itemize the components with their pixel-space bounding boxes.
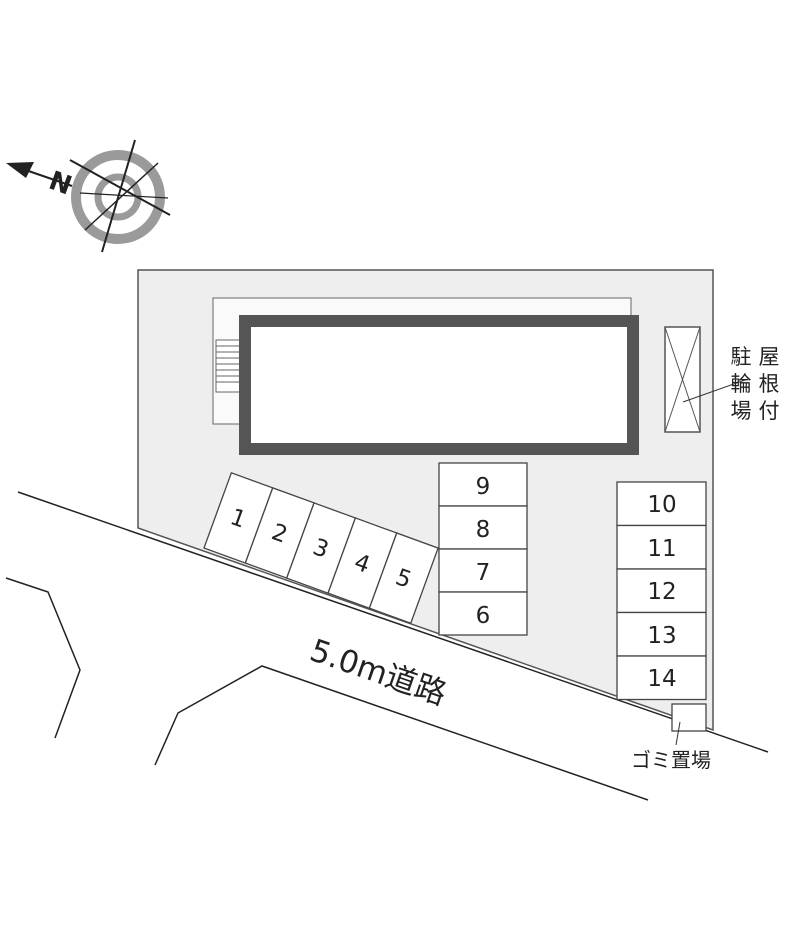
roofed-label-3: 付 — [759, 399, 780, 423]
parking-slot-8 — [438, 505, 528, 550]
road-label: 5.0m道路 — [305, 633, 451, 713]
parking-slot-12-label: 12 — [647, 579, 676, 605]
road-edge-bottom — [154, 665, 649, 801]
parking-slot-13-label: 13 — [647, 623, 676, 649]
parking-slot-7-label: 7 — [476, 560, 491, 586]
parking-slot-8-label: 8 — [476, 517, 491, 543]
compass-arrow-icon — [6, 162, 34, 178]
parking-slot-6 — [438, 591, 528, 636]
parking-slot-5 — [368, 532, 439, 625]
compass-north-label: N — [45, 166, 76, 202]
parking-slot-9-label: 9 — [476, 474, 491, 500]
parking-slot-14-label: 14 — [647, 666, 676, 692]
parking-right-column: 10 11 12 13 14 — [616, 481, 707, 701]
compass-axis-2 — [101, 139, 136, 253]
parking-slot-9 — [438, 462, 528, 507]
parking-slot-6-label: 6 — [476, 603, 491, 629]
parking-angled: 1 2 3 4 5 — [203, 471, 439, 625]
garbage-area: ゴミ置場 — [631, 703, 711, 772]
roofed-label-2: 根 — [759, 372, 780, 396]
parking-slot-14 — [616, 655, 707, 701]
compass: N — [6, 139, 171, 253]
garbage-area-label: ゴミ置場 — [631, 748, 711, 772]
parking-slot-11-label: 11 — [647, 536, 676, 562]
garbage-area-box — [671, 703, 707, 732]
parking-slot-10-label: 10 — [647, 492, 676, 518]
parking-slot-12 — [616, 568, 707, 614]
neighbor-boundary — [5, 577, 81, 739]
stairs — [215, 339, 241, 393]
bike-parking-label-3: 場 — [731, 399, 752, 423]
parking-slot-11 — [616, 524, 707, 570]
building-interior — [251, 327, 627, 443]
bike-parking-label-1: 駐 — [731, 345, 752, 369]
road-edge-top — [17, 491, 769, 753]
parking-slot-7 — [438, 548, 528, 593]
garbage-area-leader — [675, 721, 681, 746]
bike-parking-label-2: 輪 — [731, 372, 752, 396]
compass-axis-3 — [84, 162, 159, 231]
roofed-label-1: 屋 — [759, 345, 780, 369]
parking-slot-10 — [616, 481, 707, 527]
parking-center-column: 9 8 7 6 — [438, 462, 528, 636]
compass-axis-4 — [79, 192, 169, 199]
bike-parking-leader — [682, 379, 746, 403]
parking-slot-13 — [616, 611, 707, 657]
building — [212, 297, 639, 455]
bike-parking: 屋 根 付 駐 輪 場 — [664, 326, 780, 433]
